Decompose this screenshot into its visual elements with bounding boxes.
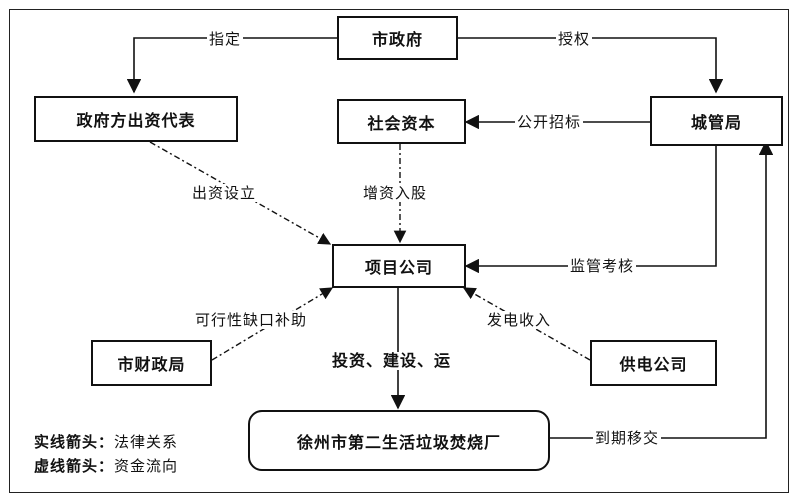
label-transfer: 到期移交 <box>593 429 662 447</box>
label-capital-increase: 增资入股 <box>361 184 430 202</box>
node-social-capital: 社会资本 <box>337 99 466 144</box>
legend-dashed-meaning: 资金流向 <box>114 457 179 475</box>
arrow-supervise <box>464 146 717 274</box>
label-supervise: 监管考核 <box>568 257 637 275</box>
label-designate: 指定 <box>207 30 244 48</box>
arrow-viability-gap <box>211 287 334 361</box>
arrow-designate <box>126 37 337 94</box>
node-government-investor: 政府方出资代表 <box>34 96 238 142</box>
node-finance-bureau: 市财政局 <box>91 340 212 386</box>
label-invest-build-operate: 投资、建设、运 <box>330 351 454 370</box>
legend: 实线箭头：法律关系 虚线箭头：资金流向 <box>34 430 178 478</box>
legend-solid-key: 实线箭头： <box>34 433 115 451</box>
diagram-frame <box>9 9 789 493</box>
arrow-transfer <box>550 140 774 439</box>
legend-dashed-key: 虚线箭头： <box>34 457 115 475</box>
label-public-tender: 公开招标 <box>515 113 584 131</box>
label-viability-gap: 可行性缺口补助 <box>193 311 310 329</box>
legend-dashed: 虚线箭头：资金流向 <box>34 454 178 478</box>
label-establish: 出资设立 <box>190 184 259 202</box>
node-incineration-plant: 徐州市第二生活垃圾焚烧厂 <box>248 410 550 471</box>
arrow-authorize <box>458 37 724 94</box>
node-power-company: 供电公司 <box>590 340 717 386</box>
label-authorize: 授权 <box>556 30 593 48</box>
node-project-company: 项目公司 <box>332 244 466 288</box>
node-city-government: 市政府 <box>337 16 458 60</box>
legend-solid: 实线箭头：法律关系 <box>34 430 178 454</box>
legend-solid-meaning: 法律关系 <box>114 433 179 451</box>
label-power-income: 发电收入 <box>485 311 554 329</box>
node-urban-management-bureau: 城管局 <box>650 96 783 146</box>
